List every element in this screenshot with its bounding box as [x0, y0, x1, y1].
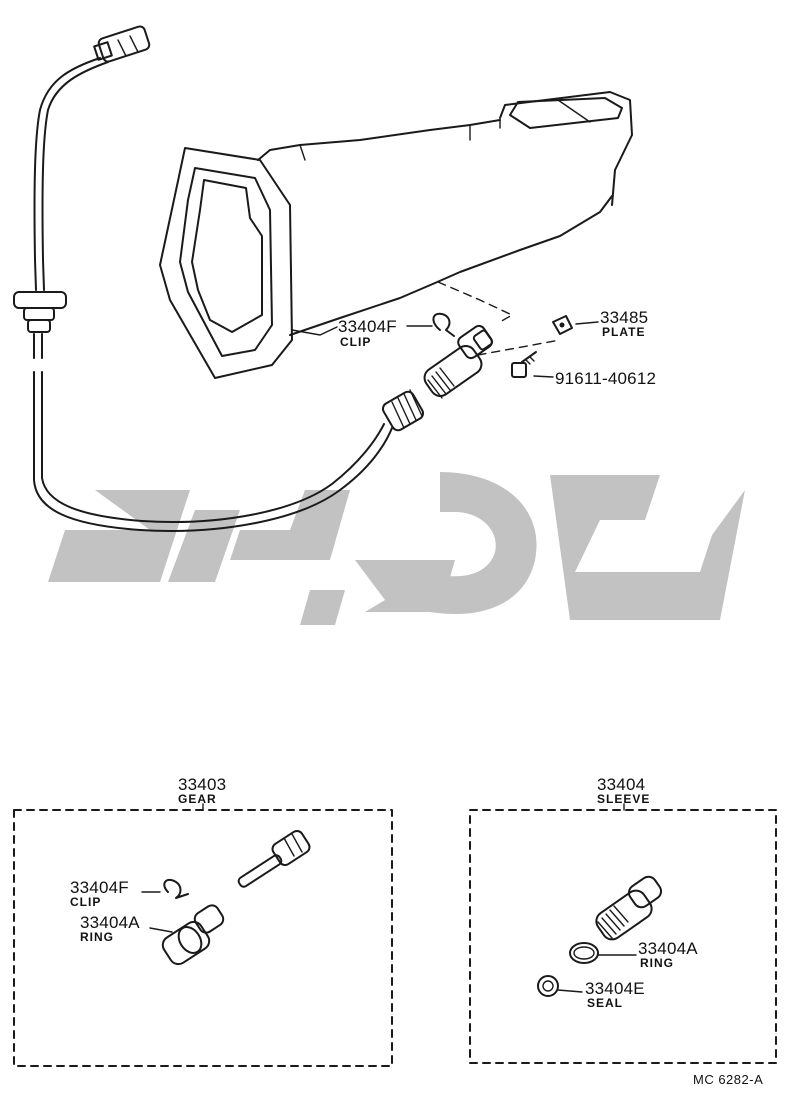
callout-gear-clip-name: CLIP: [70, 895, 102, 909]
cable-connector-icon: [93, 25, 151, 63]
diagram-code: MC 6282-A: [693, 1072, 764, 1087]
callout-clip-name: CLIP: [340, 335, 372, 349]
leader-lines: [291, 321, 599, 378]
grommet-icon: [13, 291, 67, 359]
callout-seal-number: 33404E: [585, 979, 645, 998]
plate-icon: [552, 315, 573, 335]
callout-bolt-number: 91611-40612: [555, 369, 657, 388]
clip-icon: [432, 312, 455, 337]
callout-gear-name: GEAR: [178, 792, 217, 806]
gear-icon: [237, 829, 311, 888]
callout-33403-number: 33403: [178, 775, 227, 794]
transmission-housing: [159, 91, 633, 379]
callout-seal-name: SEAL: [587, 996, 624, 1010]
callout-plate-name: PLATE: [602, 325, 646, 339]
speedometer-cable: [13, 25, 425, 532]
cable-nut-icon: [381, 389, 425, 432]
callout-33485-number: 33485: [600, 308, 649, 327]
sleeve-icon: [595, 875, 663, 941]
sleeve-detail-box: [469, 803, 777, 1064]
o-ring-icon: [569, 942, 599, 964]
callout-sleeve-ring-number: 33404A: [638, 939, 698, 958]
bolt-icon: [511, 351, 537, 378]
callout-sleeve-ring-name: RING: [640, 956, 674, 970]
callout-sleeve-name: SLEEVE: [597, 792, 651, 806]
callout-gear-ring-name: RING: [80, 930, 114, 944]
callout-gear-ring-number: 33404A: [80, 913, 140, 932]
callout-33404-number: 33404: [597, 775, 646, 794]
gear-clip-icon: [163, 878, 189, 899]
seal-icon: [537, 975, 559, 997]
ring-bushing-icon: [161, 904, 225, 966]
callout-33404f-number: 33404F: [338, 317, 397, 336]
callout-gear-clip-number: 33404F: [70, 878, 129, 897]
sleeve-assembly: [423, 324, 494, 399]
watermark-logo: [48, 472, 745, 625]
gear-detail-box: [13, 803, 393, 1067]
